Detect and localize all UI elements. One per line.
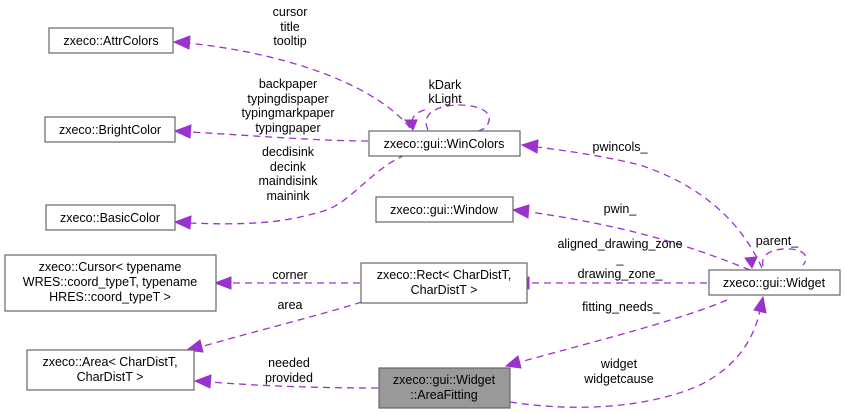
edge-label-line: drawing_zone_ bbox=[578, 267, 664, 281]
node-label: zxeco::Rect< CharDistT, bbox=[377, 268, 511, 282]
node-label: WRES::coord_typeT, typename bbox=[23, 275, 197, 289]
edge-label-widget-widgetcause: widget widgetcause bbox=[583, 357, 654, 386]
edge-rect-area bbox=[185, 301, 363, 353]
node-label: zxeco::BrightColor bbox=[59, 123, 161, 137]
edge-label-line: area bbox=[277, 298, 302, 312]
node-label: zxeco::gui::WinColors bbox=[384, 137, 505, 151]
node-label: zxeco::AttrColors bbox=[63, 34, 158, 48]
edge-label-line: title bbox=[280, 20, 300, 34]
edge-label-pwincols: pwincols_ bbox=[593, 140, 649, 154]
edge-label-line: corner bbox=[272, 268, 307, 282]
edge-label-line: tooltip bbox=[273, 34, 306, 48]
node-label: zxeco::gui::Widget bbox=[723, 276, 826, 290]
node-areafitting[interactable]: zxeco::gui::Widget ::AreaFitting bbox=[378, 367, 511, 409]
node-wincolors[interactable]: zxeco::gui::WinColors bbox=[368, 130, 521, 157]
edge-label-line: widgetcause bbox=[583, 372, 654, 386]
edge-label-line: typingdispaper bbox=[247, 92, 328, 106]
edge-label-line: parent_ bbox=[756, 234, 799, 248]
node-label: CharDistT > bbox=[411, 283, 478, 297]
edge-label-line: pwin_ bbox=[604, 202, 638, 216]
edge-label-parent: parent_ bbox=[756, 234, 799, 248]
node-window[interactable]: zxeco::gui::Window bbox=[375, 196, 514, 223]
edge-label-line: pwincols_ bbox=[593, 140, 649, 154]
node-label: zxeco::gui::Widget bbox=[393, 373, 496, 387]
node-label: zxeco::gui::Window bbox=[390, 203, 499, 217]
edge-wincolors-self bbox=[403, 104, 490, 134]
edge-label-line: fitting_needs_ bbox=[582, 300, 661, 314]
node-basiccolor[interactable]: zxeco::BasicColor bbox=[45, 204, 176, 231]
edge-label-line: needed bbox=[268, 356, 310, 370]
edge-widget-areafitting bbox=[504, 299, 728, 369]
node-label: ::AreaFitting bbox=[410, 388, 477, 402]
edge-widget-wincolors bbox=[520, 139, 763, 269]
edge-label-drawing-zone: aligned_drawing_zone _ drawing_zone_ bbox=[557, 237, 682, 281]
edge-label-fitting-needs: fitting_needs_ bbox=[582, 300, 661, 314]
edge-wincolors-brightcolor bbox=[173, 124, 369, 142]
edge-label-line: kDark bbox=[429, 78, 462, 92]
node-label: CharDistT > bbox=[77, 370, 144, 384]
edge-label-line: typingmarkpaper bbox=[241, 106, 334, 120]
edge-rect-cursor bbox=[213, 276, 360, 290]
edge-widget-window bbox=[511, 204, 751, 271]
node-brightcolor[interactable]: zxeco::BrightColor bbox=[44, 116, 176, 143]
node-label: zxeco::Cursor< typename bbox=[39, 260, 182, 274]
edge-label-line: decink bbox=[270, 160, 307, 174]
edge-areafitting-area bbox=[193, 374, 379, 389]
edge-label-line: backpaper bbox=[259, 77, 317, 91]
edge-label-line: maindisink bbox=[258, 174, 318, 188]
edge-label-line: cursor bbox=[273, 5, 308, 19]
edge-label-line: aligned_drawing_zone bbox=[557, 237, 682, 251]
edge-label-line: kLight bbox=[428, 92, 462, 106]
node-label: zxeco::Area< CharDistT, bbox=[42, 355, 177, 369]
edge-wincolors-attrcolors bbox=[172, 35, 411, 129]
edge-label-basiccolor: decdisink decink maindisink mainink bbox=[258, 145, 318, 203]
edge-label-line: _ bbox=[616, 252, 625, 266]
edge-label-line: mainink bbox=[266, 189, 310, 203]
node-rect[interactable]: zxeco::Rect< CharDistT, CharDistT > bbox=[360, 262, 528, 304]
node-widget[interactable]: zxeco::gui::Widget bbox=[708, 269, 841, 296]
edge-label-attrcolors: cursor title tooltip bbox=[273, 5, 308, 48]
edge-areafitting-widget bbox=[509, 295, 767, 408]
node-cursor[interactable]: zxeco::Cursor< typename WRES::coord_type… bbox=[4, 254, 217, 312]
edge-label-wincolors-self: kDark kLight bbox=[428, 78, 462, 106]
edge-wincolors-basiccolor bbox=[173, 154, 406, 230]
node-label: HRES::coord_typeT > bbox=[49, 290, 171, 304]
edge-label-line: provided bbox=[265, 371, 313, 385]
node-label: zxeco::BasicColor bbox=[60, 211, 160, 225]
edge-label-area: area bbox=[277, 298, 302, 312]
node-attrcolors[interactable]: zxeco::AttrColors bbox=[48, 27, 174, 54]
edge-label-line: typingpaper bbox=[255, 121, 320, 135]
edge-label-corner: corner bbox=[272, 268, 307, 282]
edge-label-needed-provided: needed provided bbox=[265, 356, 313, 385]
edge-label-line: decdisink bbox=[262, 145, 315, 159]
edge-label-brightcolor: backpaper typingdispaper typingmarkpaper… bbox=[241, 77, 334, 135]
edge-label-line: widget bbox=[600, 357, 638, 371]
node-area[interactable]: zxeco::Area< CharDistT, CharDistT > bbox=[26, 349, 195, 391]
edge-label-pwin: pwin_ bbox=[604, 202, 638, 216]
edge-widget-self bbox=[744, 248, 807, 270]
